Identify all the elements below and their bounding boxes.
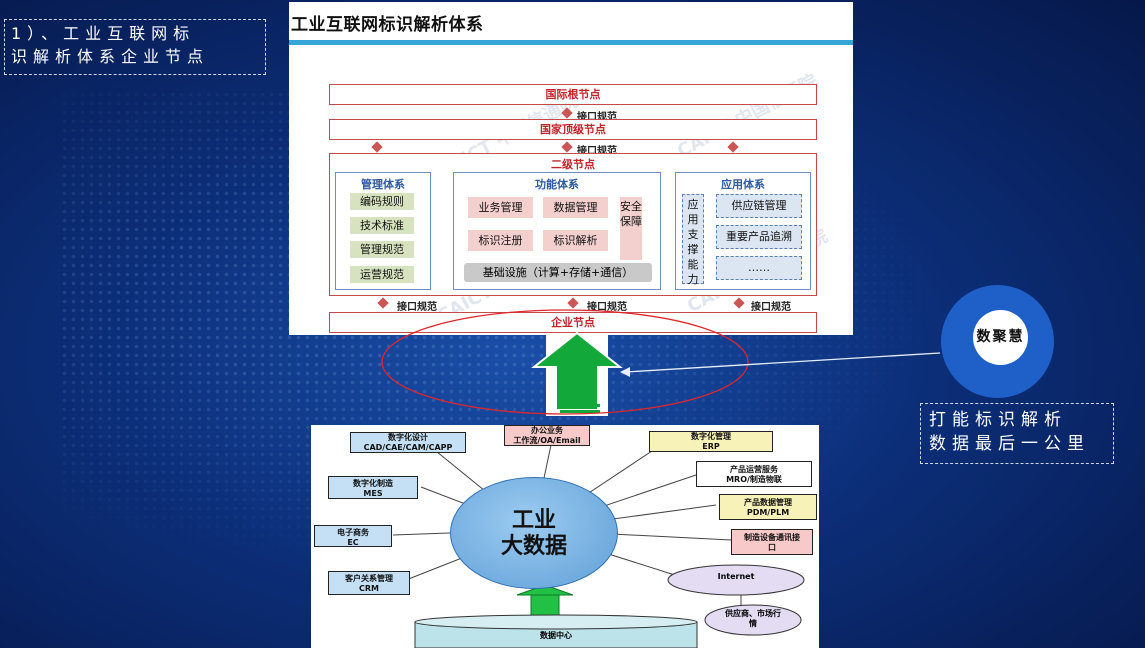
bigdata-hub: 工业 大数据	[450, 477, 618, 589]
node-equipment-interface: 制造设备通讯接口	[731, 529, 813, 555]
logo: 数聚慧	[941, 285, 1054, 398]
caption-line-2: 数据最后一公里	[929, 432, 1113, 456]
hub-line-1: 工业	[451, 478, 617, 534]
node-supplier: 供应商、市场行情	[707, 609, 799, 629]
hub-line-2: 大数据	[501, 534, 567, 559]
pointer-arrowhead	[620, 367, 630, 377]
arrow-base-stripe	[560, 410, 600, 413]
node-office: 办公业务工作流/OA/Email	[504, 425, 590, 446]
caption-line-1: 打能标识解析	[929, 408, 1113, 432]
node-datacenter: 数据中心	[471, 630, 641, 641]
node-internet: Internet	[691, 572, 781, 581]
caption-note: 打能标识解析 数据最后一公里	[920, 403, 1114, 464]
arrow-base-stripe	[560, 404, 600, 407]
logo-text: 数聚慧	[973, 310, 1028, 365]
pointer-line	[626, 353, 940, 372]
